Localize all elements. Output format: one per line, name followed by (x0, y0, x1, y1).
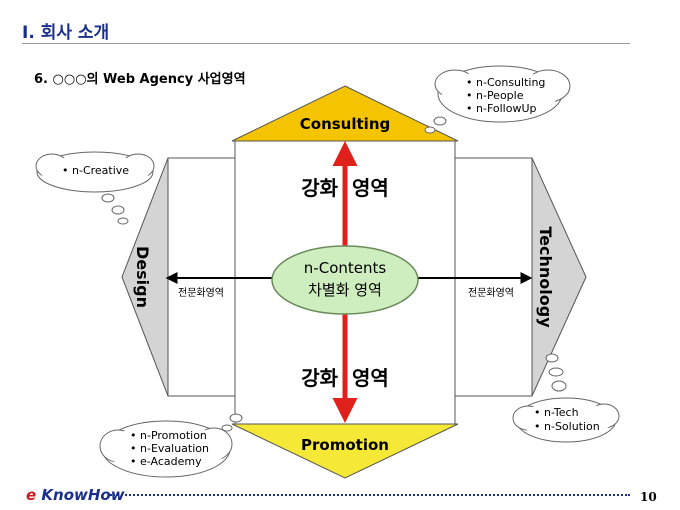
section-name: 회사 소개 (40, 23, 110, 43)
center-line-2: 차별화 영역 (308, 281, 382, 299)
consulting-cloud: • n-Consulting • n-People • n-FollowUp (424, 65, 571, 134)
left-specialization-label: 전문화영역 (178, 287, 224, 299)
design-label: Design (133, 246, 152, 308)
header-divider (22, 43, 630, 44)
right-specialization-label: 전문화영역 (468, 287, 514, 299)
page-number: 10 (640, 490, 657, 504)
consulting-item-2: • n-People (466, 89, 524, 102)
center-line-1: n-Contents (304, 259, 387, 277)
section-roman: I. (22, 23, 35, 43)
subsection-title: 6. ○○○의 Web Agency 사업영역 (34, 68, 246, 87)
upper-strength-label: 강화 영역 (301, 176, 389, 200)
promotion-triangle (231, 423, 459, 479)
lower-strength-label: 강화 영역 (301, 366, 389, 390)
subsection-label: ○○○의 Web Agency 사업영역 (52, 72, 246, 87)
brand-name: KnowHow (36, 486, 125, 504)
footer-dotted-rule (110, 494, 630, 496)
subsection-number: 6. (34, 72, 48, 87)
creative-cloud: • n-Creative (35, 151, 155, 225)
tech-item-1: • n-Tech (534, 406, 579, 419)
brand-e: e (26, 486, 37, 504)
tech-item-2: • n-Solution (534, 420, 600, 433)
tech-cloud: • n-Tech • n-Solution (512, 353, 620, 443)
consulting-item-1: • n-Consulting (466, 76, 545, 89)
consulting-item-3: • n-FollowUp (466, 102, 536, 115)
promotion-item-2: • n-Evaluation (130, 442, 209, 455)
promotion-item-3: • e-Academy (130, 455, 202, 468)
brand-logo: e KnowHow (26, 486, 125, 504)
creative-item-1: • n-Creative (62, 164, 129, 177)
promotion-item-1: • n-Promotion (130, 429, 207, 442)
promotion-cloud: • n-Promotion • n-Evaluation • e-Academy (99, 413, 243, 478)
technology-label: Technology (536, 226, 555, 328)
promotion-label: Promotion (301, 436, 389, 454)
center-ellipse (271, 245, 419, 315)
consulting-label: Consulting (300, 115, 390, 133)
page-title: I. 회사 소개 (22, 18, 109, 43)
